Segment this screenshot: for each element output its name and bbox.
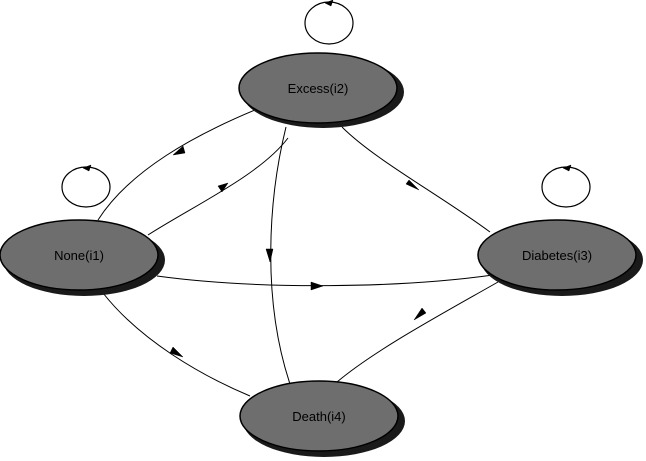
- node-none-label: None(i1): [54, 248, 104, 263]
- node-none: None(i1): [0, 219, 165, 296]
- node-death-label: Death(i4): [292, 409, 345, 424]
- edge-diabetes-to-death: [336, 281, 499, 383]
- edge-none-to-diabetes: [156, 274, 494, 287]
- node-excess-label: Excess(i2): [288, 81, 349, 96]
- arrow-excess-to-none: [172, 145, 186, 156]
- edges: [97, 109, 499, 397]
- self-loops: [61, 0, 591, 208]
- node-death: Death(i4): [239, 380, 405, 457]
- edge-excess-to-diabetes: [341, 126, 491, 233]
- node-diabetes: Diabetes(i3): [477, 219, 643, 296]
- edge-excess-to-none: [97, 109, 256, 221]
- edge-none-to-excess: [147, 137, 289, 236]
- node-excess: Excess(i2): [238, 52, 404, 128]
- self-loop-diabetes: [541, 164, 591, 208]
- arrow-excess-to-diabetes: [405, 179, 420, 191]
- arrow-diabetes-to-death: [413, 307, 427, 321]
- arrow-excess-to-death: [265, 248, 274, 263]
- edge-excess-to-death: [270, 126, 291, 385]
- arrow-none-to-excess: [217, 182, 229, 193]
- arrow-none-to-death: [169, 346, 184, 358]
- self-loop-excess: [304, 0, 354, 45]
- nodes: Excess(i2) None(i1) Diabetes(i3) Death(i…: [0, 52, 643, 457]
- arrow-none-to-diabetes: [310, 281, 324, 291]
- edge-none-to-death: [102, 292, 251, 397]
- self-loop-none: [61, 164, 111, 208]
- node-diabetes-label: Diabetes(i3): [522, 248, 592, 263]
